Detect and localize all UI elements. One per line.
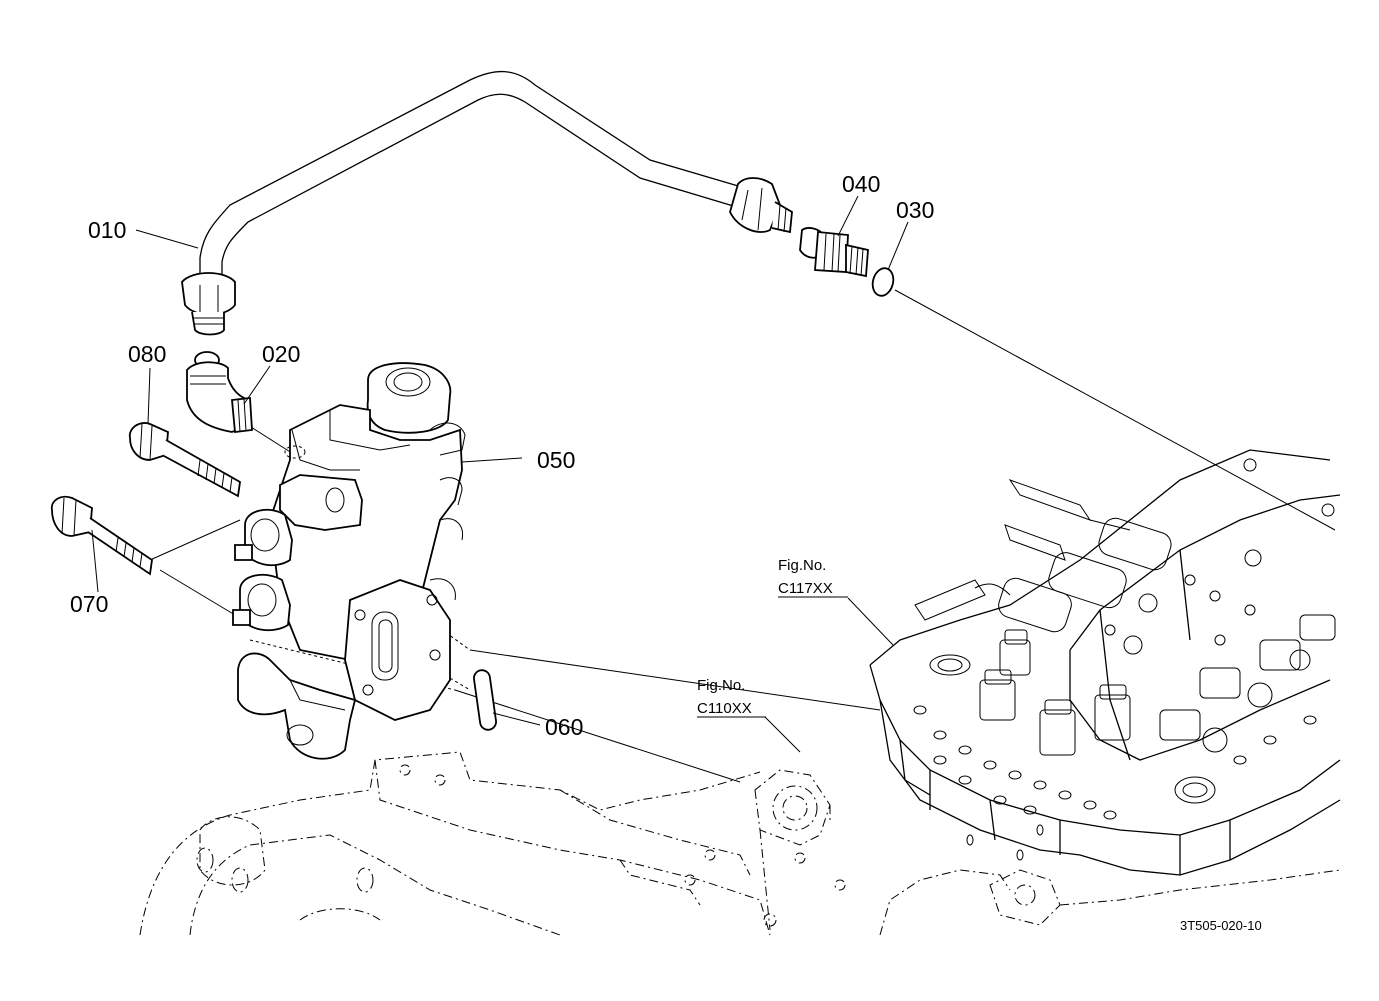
- part-060-o-ring: [473, 669, 497, 731]
- transmission-housing-outline: [139, 751, 1341, 936]
- label-010: 010: [88, 217, 126, 243]
- leader-lines: [91, 195, 909, 753]
- part-number-labels: 010 020 030 040 050 060 070 080: [70, 171, 934, 740]
- fig-ref-1-code: C117XX: [778, 580, 833, 597]
- part-080-bolt: [128, 422, 241, 498]
- fig-ref-2-prefix: Fig.No.: [697, 677, 745, 694]
- fig-ref-1-prefix: Fig.No.: [778, 557, 826, 574]
- part-020-elbow: [186, 351, 253, 434]
- figure-reference-labels: Fig.No. C117XX Fig.No. C110XX: [697, 557, 848, 718]
- label-050: 050: [537, 447, 575, 473]
- label-080: 080: [128, 341, 166, 367]
- drawing-code: 3T505-020-10: [1180, 918, 1262, 933]
- part-010-pipe: [181, 70, 793, 336]
- label-060: 060: [545, 714, 583, 740]
- part-070-bolt: [50, 495, 153, 576]
- label-030: 030: [896, 197, 934, 223]
- fig-ref-2-code: C110XX: [697, 700, 752, 717]
- part-030-o-ring: [871, 267, 895, 297]
- label-040: 040: [842, 171, 880, 197]
- part-050-valve-body: [232, 362, 466, 760]
- label-020: 020: [262, 341, 300, 367]
- part-040-adaptor: [799, 227, 869, 278]
- label-070: 070: [70, 591, 108, 617]
- control-valve-assembly: [869, 449, 1341, 876]
